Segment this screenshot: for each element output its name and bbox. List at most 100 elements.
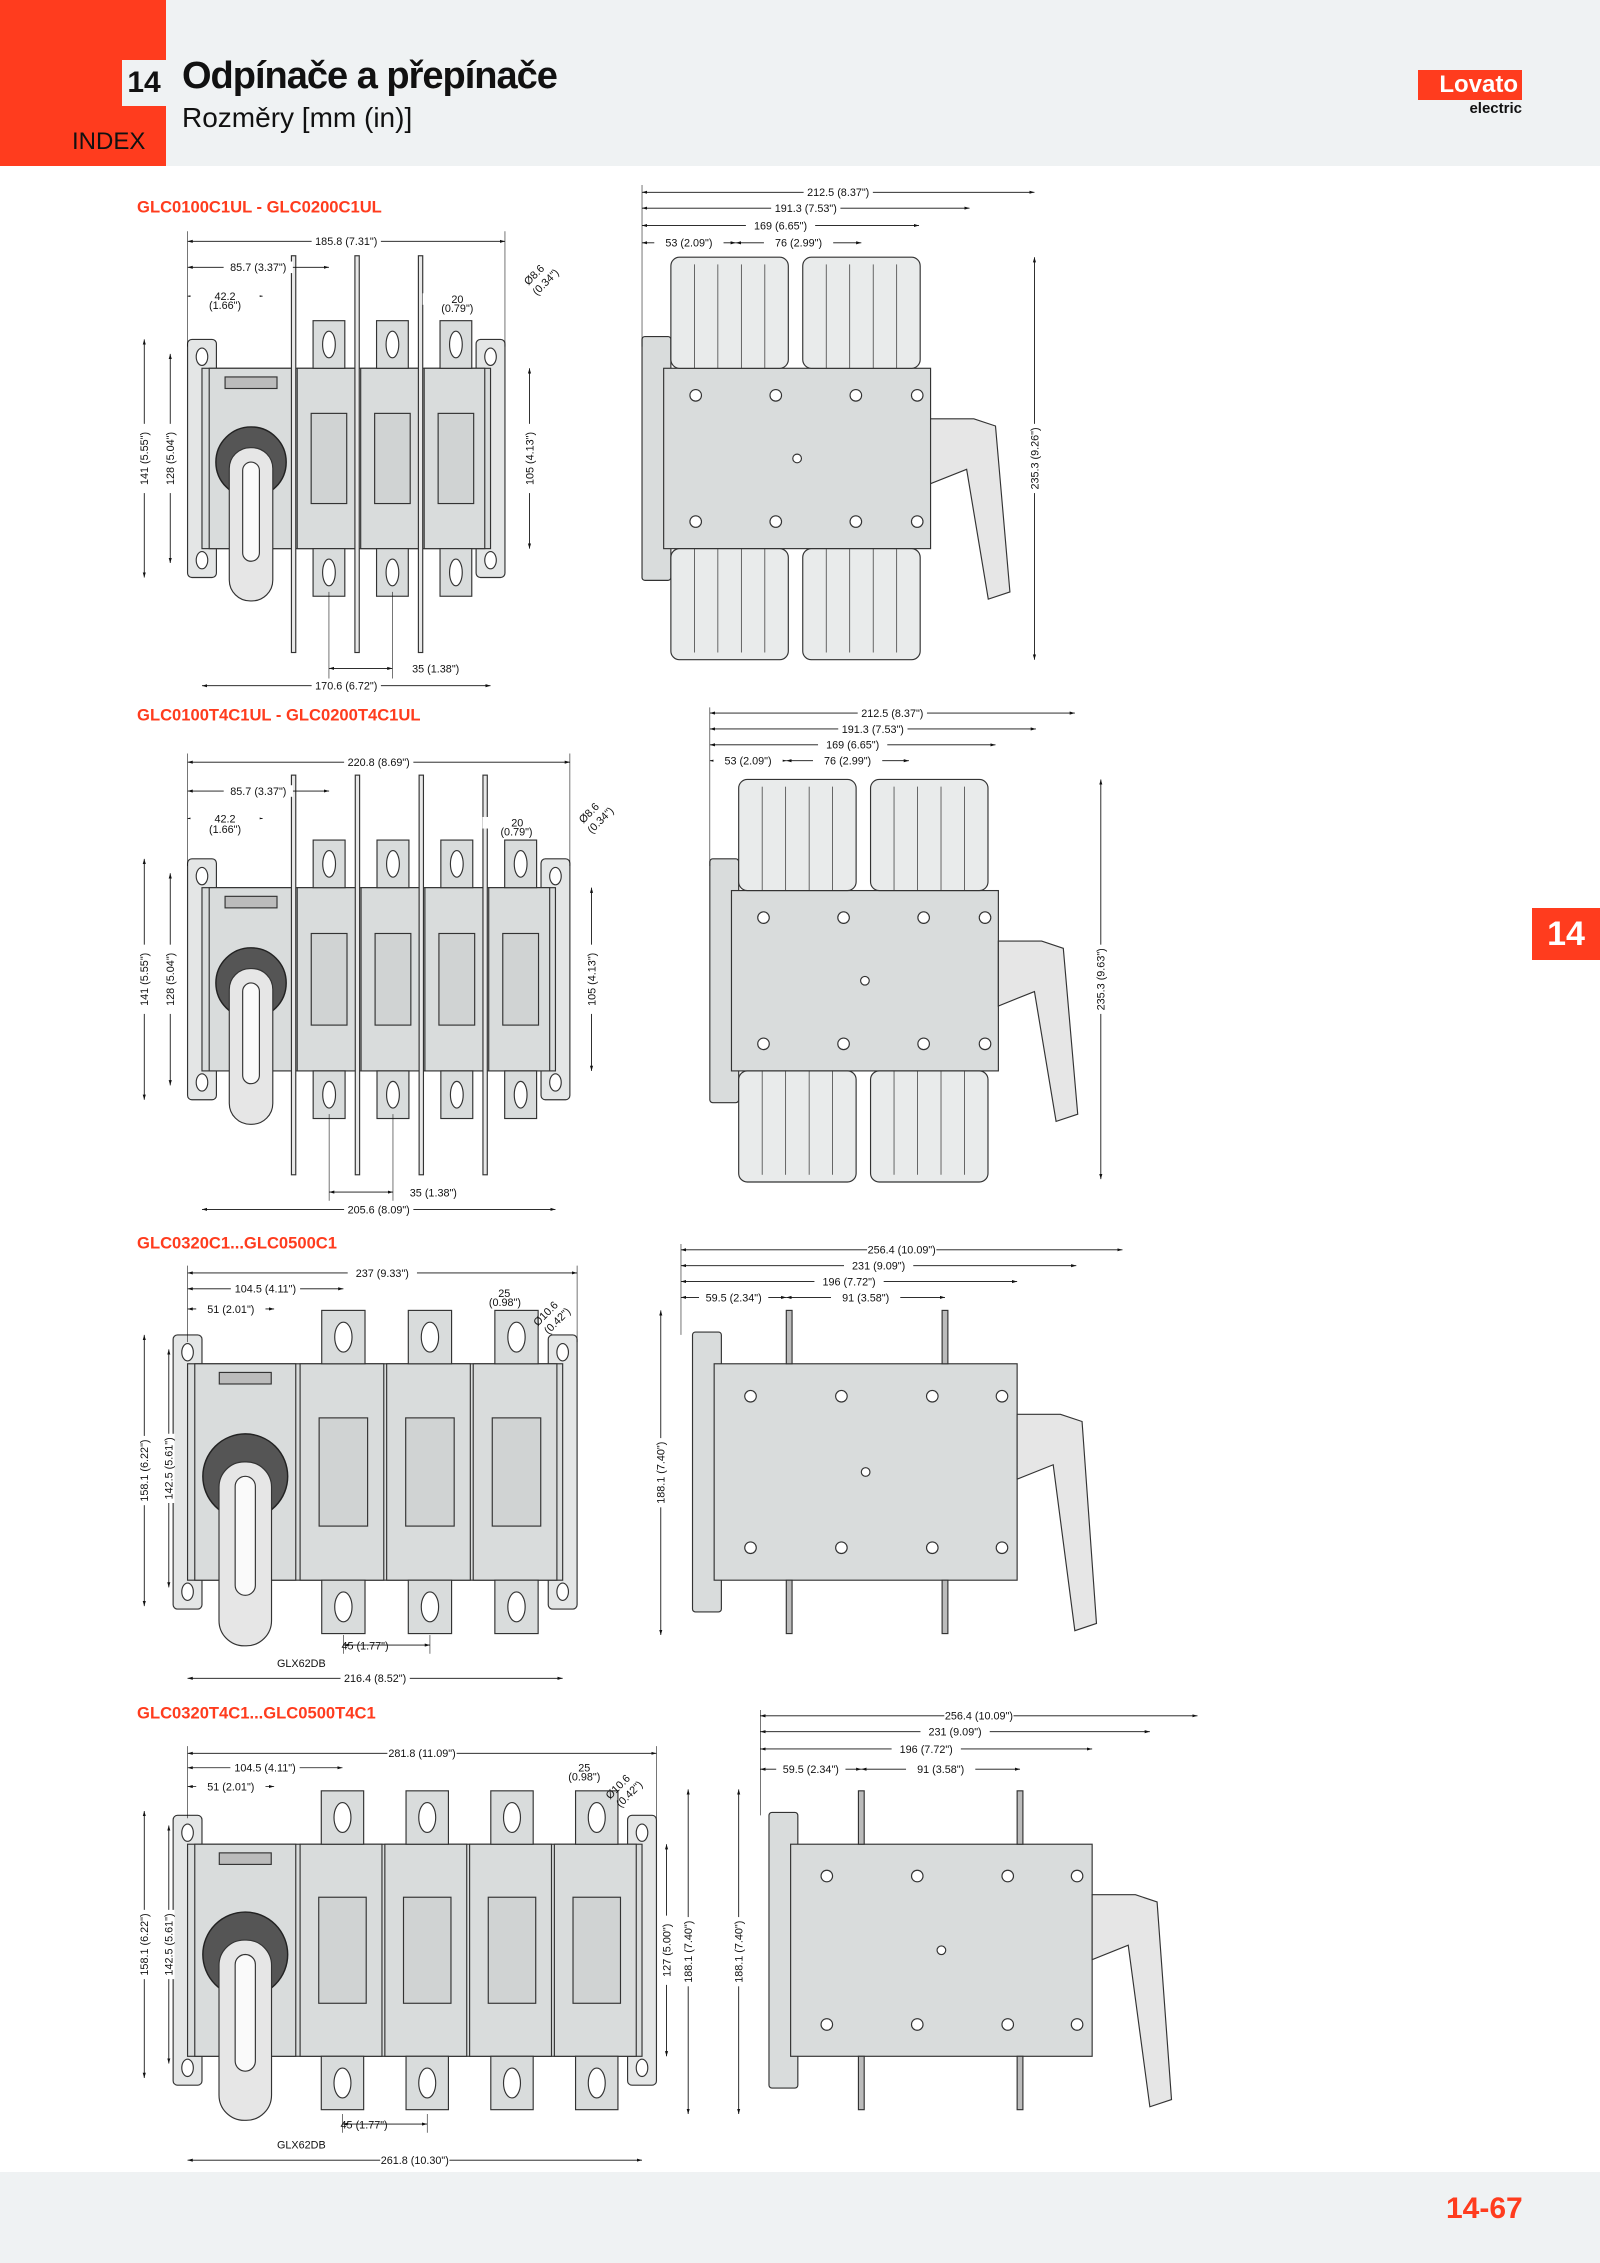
screw [835, 1541, 848, 1555]
dim-height-total: 158.1 (6.22") [139, 1439, 151, 1501]
dim-depth-total-bg [867, 1244, 937, 1256]
screw [978, 1037, 992, 1051]
dim-height-total: 158.1 (6.22") [139, 1913, 151, 1975]
fixing-hole [195, 1073, 209, 1092]
dim-height-total-bg [138, 423, 151, 494]
terminal-hole [507, 1321, 526, 1353]
dim-pole-pitch: 45 (1.77") [341, 2119, 388, 2131]
screw [1001, 2018, 1015, 2031]
terminal-top [375, 320, 409, 369]
fixing-hole [556, 1343, 570, 1362]
pole-window [405, 1417, 455, 1527]
dim-b: 91 (3.58") [842, 1292, 889, 1304]
terminal-hole [502, 1801, 522, 1834]
phase-barrier [418, 774, 425, 1176]
side-handle [929, 418, 1011, 600]
padlock-slot [224, 376, 278, 390]
padlock-slot [218, 1371, 272, 1385]
terminal-hole [418, 1801, 437, 1834]
header-band [0, 0, 1600, 166]
dim-pole1-axis: 85.7 (3.37") [230, 786, 286, 798]
dim-height: 235.3 (9.63") [1096, 948, 1108, 1010]
dim-terminal-width-in: (0.79") [500, 827, 532, 839]
dim-handle-axis-in: (1.66") [209, 824, 241, 836]
screw [849, 515, 863, 528]
screw [978, 911, 992, 924]
dim-depth-body-bg [891, 1743, 961, 1755]
terminal-hole [322, 849, 337, 878]
dim-depth-body-bg [745, 219, 816, 232]
pole-window [402, 1896, 452, 2004]
dim-height-fix: 142.5 (5.61") [164, 1437, 176, 1499]
dim-depth-body-bg [818, 739, 888, 751]
dim-height-bg [732, 1917, 745, 1987]
dim-height-bg [1095, 944, 1107, 1014]
dim-depth-body: 196 (7.72") [822, 1276, 875, 1288]
terminal-cover-top [670, 256, 789, 369]
dim-terminal-width-bg [469, 1287, 539, 1299]
fixing-hole [635, 1823, 649, 1842]
center-screw [792, 453, 803, 464]
dim-pole1-axis-bg [230, 1761, 300, 1774]
terminal-cover-top [738, 778, 857, 892]
dim-height-bg [1028, 423, 1041, 494]
dim-height-total-bg [138, 1435, 151, 1506]
terminal-hole [513, 1080, 528, 1109]
index-link[interactable]: INDEX [72, 128, 146, 155]
dim-depth-handle: 191.3 (7.53") [842, 724, 904, 736]
phase-barrier [417, 255, 424, 654]
dim-height-fix: 142.5 (5.61") [164, 1913, 176, 1975]
screw [744, 1541, 757, 1555]
center-screw [936, 1945, 947, 1956]
handle-grip [242, 982, 260, 1085]
logo-brand: Lovato [1418, 70, 1522, 100]
dim-a: 53 (2.09") [724, 756, 771, 768]
terminal-hole [449, 849, 464, 878]
dim-fix-width-bg [380, 2154, 450, 2166]
dim-depth-handle-bg [838, 723, 908, 735]
terminal-hole [448, 558, 463, 587]
dim-depth-total: 212.5 (8.37") [861, 708, 923, 720]
dim-depth-body: 169 (6.65") [754, 220, 807, 232]
pole-window [438, 932, 476, 1026]
screw [910, 2018, 924, 2031]
screw [925, 1541, 939, 1555]
terminal-hole [502, 2067, 522, 2099]
terminal-cover-top [869, 778, 989, 892]
fixing-hole [181, 1343, 194, 1362]
dim-handle-axis-in: (1.66") [209, 300, 241, 312]
terminal-rod [785, 1579, 793, 1635]
side-handle [1016, 1413, 1098, 1632]
fixing-hole [195, 347, 209, 366]
terminal-rod [941, 1579, 949, 1635]
dim-a: 59.5 (2.34") [706, 1292, 762, 1304]
dim-fix-width: 216.4 (8.52") [344, 1673, 406, 1685]
dim-pole-pitch: 35 (1.38") [412, 664, 459, 676]
dim-pole1-axis: 104.5 (4.11") [235, 1284, 296, 1296]
section-title: GLC0100T4C1UL - GLC0200T4C1UL [137, 705, 420, 724]
phase-barrier [354, 255, 360, 654]
handle-grip [234, 1953, 256, 2072]
dim-height: 188.1 (7.40") [656, 1442, 668, 1504]
dim-height: 188.1 (7.40") [734, 1921, 746, 1983]
dim-overall-width: 220.8 (8.69") [348, 757, 410, 769]
fixing-hole [484, 347, 497, 366]
chapter-tab[interactable]: 14 [1532, 908, 1600, 960]
screw [917, 911, 930, 924]
dim-fix-width-bg [311, 679, 381, 692]
dim-handle-axis: 42.2 [215, 813, 236, 825]
section-title: GLC0320C1...GLC0500C1 [137, 1233, 337, 1252]
pole-window [310, 932, 348, 1026]
terminal-rod [1016, 1790, 1024, 1845]
dim-depth-body-bg [814, 1275, 884, 1288]
dim-fix-width: 170.6 (6.72") [315, 681, 377, 693]
dim-handle-axis: 42.2 [215, 291, 236, 303]
dim-height-fix-bg [164, 423, 177, 494]
dim-height-body: 105 (4.13") [524, 432, 536, 485]
dim-pole1-axis: 104.5 (4.11") [234, 1763, 295, 1775]
logo-sub: electric [1469, 100, 1522, 117]
terminal-rod [1016, 2055, 1024, 2111]
terminal-hole [334, 1591, 353, 1623]
pole-window [491, 1417, 542, 1527]
dim-depth-total-bg [944, 1710, 1014, 1722]
